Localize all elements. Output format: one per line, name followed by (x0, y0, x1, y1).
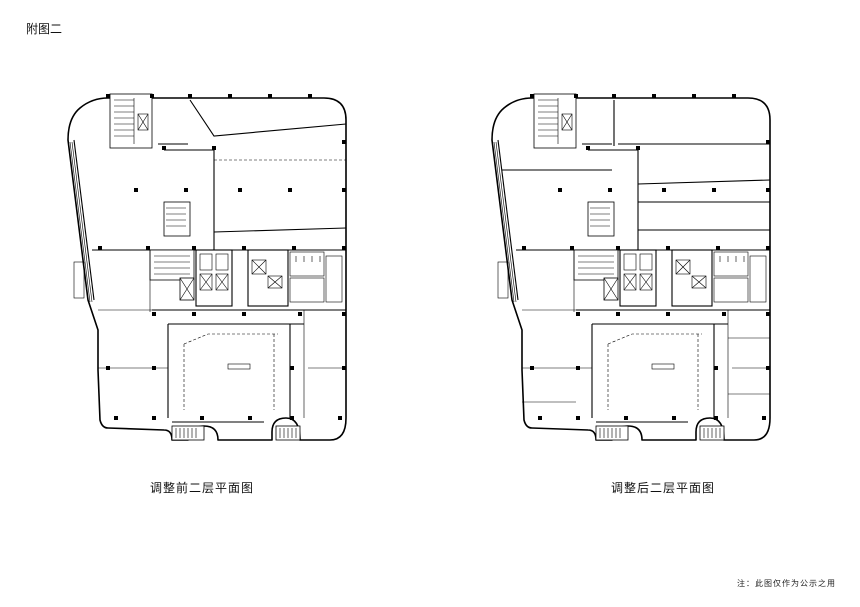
caption-before: 调整前二层平面图 (150, 481, 255, 495)
floor-plan-after (491, 80, 792, 450)
floor-plan-before (67, 80, 368, 450)
page-title: 附图二 (26, 22, 63, 36)
footnote: 注：此图仅作为公示之用 (737, 579, 836, 588)
caption-after: 调整后二层平面图 (611, 481, 716, 495)
